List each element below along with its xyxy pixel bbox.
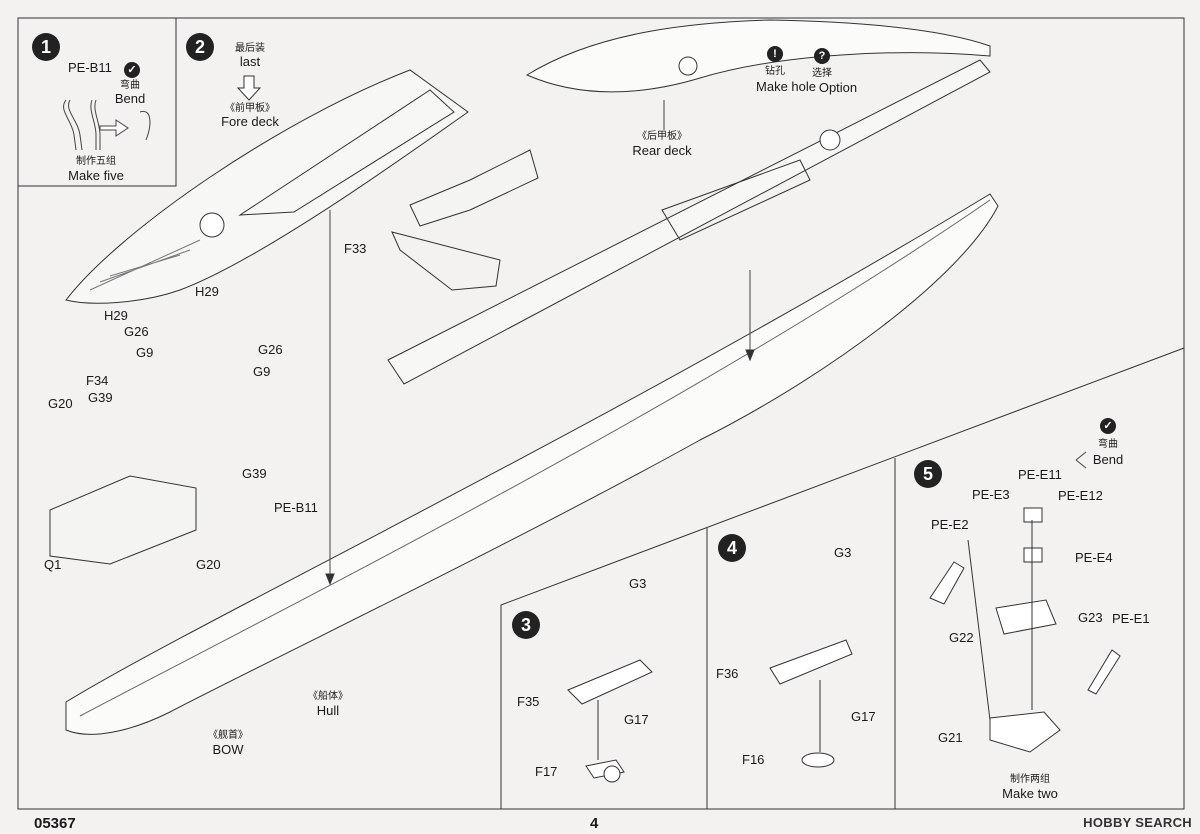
fore-deck-outline	[65, 69, 469, 304]
step-2-number: 2	[186, 33, 214, 61]
part-g26-left: G26	[124, 324, 149, 339]
part-h29-left: H29	[104, 308, 128, 323]
rear-deck-cn: 《后甲板》	[637, 131, 687, 142]
hobby-search-watermark: HOBBY SEARCH	[1083, 815, 1192, 830]
rear-deck-plan	[387, 59, 991, 385]
g23-part	[995, 599, 1057, 635]
option-en: Option	[818, 80, 858, 95]
step-1-number: 1	[32, 33, 60, 61]
make-two-en: Make two	[1002, 786, 1058, 801]
s4-part-g3: G3	[834, 545, 852, 560]
step3-panel-border	[500, 347, 1185, 809]
s4-part-f36: F36	[716, 666, 739, 681]
page-frame	[17, 17, 1185, 810]
s5-g23: G23	[1078, 610, 1103, 625]
last-cn: 最后装	[235, 43, 265, 54]
part-q1: Q1	[44, 557, 62, 572]
hull-outline	[65, 193, 999, 735]
s5-bend-en: Bend	[1092, 452, 1124, 467]
s3-part-f35: F35	[517, 694, 540, 709]
option-icon: ?	[814, 48, 830, 64]
page-number: 4	[590, 815, 599, 832]
part-h29-upper: H29	[195, 284, 219, 299]
part-g26-right: G26	[258, 342, 283, 357]
bow-cn: 《舰首》	[208, 730, 248, 741]
s5-g22: G22	[949, 630, 974, 645]
s5-pe-e2: PE-E2	[931, 517, 969, 532]
s3-part-f17: F17	[535, 764, 558, 779]
s3-part-g3: G3	[629, 576, 647, 591]
s5-g21: G21	[938, 730, 963, 745]
hull-en: Hull	[316, 703, 340, 718]
part-g9-right: G9	[253, 364, 271, 379]
drill-icon: !	[767, 46, 783, 62]
part-peb11-step2: PE-B11	[274, 500, 318, 515]
step-4-number: 4	[718, 534, 746, 562]
peb11-label: PE-B11	[68, 60, 112, 75]
q1-block	[49, 475, 197, 565]
make-two-cn: 制作两组	[1010, 774, 1050, 785]
option-cn: 选择	[812, 68, 832, 79]
part-f33: F33	[344, 241, 367, 256]
product-code: 05367	[34, 815, 76, 832]
bend-cn-label: 弯曲	[120, 80, 140, 91]
f16-part	[801, 752, 835, 768]
fore-deck-cn: 《前甲板》	[225, 103, 275, 114]
make-five-cn: 制作五组	[76, 156, 116, 167]
bend-en-label: Bend	[114, 91, 146, 106]
s5-pe-e4: PE-E4	[1075, 550, 1113, 565]
last-en: last	[239, 54, 261, 69]
s5-pe-e12: PE-E12	[1058, 488, 1103, 503]
bend-icon: ✓	[124, 62, 140, 78]
f36-part	[769, 639, 853, 685]
bow-en: BOW	[212, 742, 244, 757]
part-g20-lower: G20	[196, 557, 221, 572]
part-g39-lower: G39	[242, 466, 267, 481]
s5-pe-e11: PE-E11	[1018, 467, 1062, 482]
fore-deck-en: Fore deck	[221, 114, 279, 129]
bend-icon-step5: ✓	[1100, 418, 1116, 434]
pe-e1-part	[1087, 649, 1121, 695]
step1-box	[17, 17, 177, 187]
part-f34: F34	[86, 373, 109, 388]
part-g39-upper: G39	[88, 390, 113, 405]
rear-deck-en: Rear deck	[632, 143, 692, 158]
f35-part	[567, 659, 653, 705]
part-g20-upper: G20	[48, 396, 73, 411]
upper-block	[409, 149, 539, 227]
g21-part	[989, 711, 1061, 753]
make-hole-cn: 钻孔	[765, 66, 785, 77]
make-five-en: Make five	[68, 168, 124, 183]
step-3-number: 3	[512, 611, 540, 639]
step-5-number: 5	[914, 460, 942, 488]
s5-bend-cn: 弯曲	[1098, 439, 1118, 450]
hull-cn: 《船体》	[308, 691, 348, 702]
s4-part-f16: F16	[742, 752, 765, 767]
pe-e2-part	[929, 561, 965, 605]
s5-pe-e1: PE-E1	[1112, 611, 1150, 626]
s5-pe-e3: PE-E3	[972, 487, 1010, 502]
s4-part-g17: G17	[851, 709, 876, 724]
s3-part-g17: G17	[624, 712, 649, 727]
rear-deck-outline	[525, 19, 991, 93]
peb11-part-drawing	[63, 99, 151, 151]
make-hole-en: Make hole	[756, 79, 816, 94]
part-g9-left: G9	[136, 345, 154, 360]
